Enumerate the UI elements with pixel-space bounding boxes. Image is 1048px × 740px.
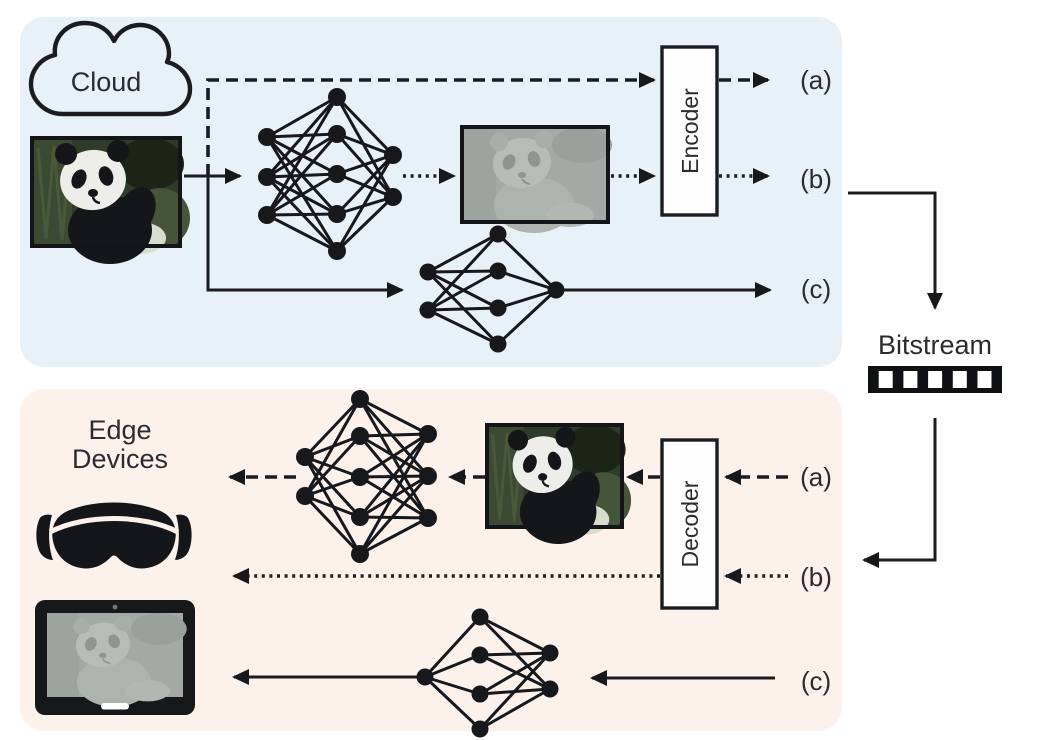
cloud-label-b: (b): [800, 164, 832, 194]
cloud-label-a: (a): [800, 65, 832, 95]
arrow-branch-c-solid: [206, 176, 404, 298]
reconstructed-image: [485, 423, 633, 546]
encoder-label: Encoder: [677, 88, 703, 174]
feature-map-border: [460, 125, 610, 224]
edge-label-b: (b): [800, 562, 832, 592]
arrow-bitstream-to-edge-b: [862, 418, 937, 568]
cloud-small-network: [419, 225, 565, 353]
edge-label-a: (a): [800, 462, 832, 492]
cloud-panel-background: [20, 17, 842, 367]
edge-label-c: (c): [801, 666, 831, 696]
decoder-box: [660, 438, 719, 610]
bitstream-label: Bitstream: [878, 330, 992, 360]
decoder-label: Decoder: [677, 480, 703, 567]
feature-map-image: [460, 125, 613, 234]
edge-panel-title-line2: Devices: [72, 444, 168, 474]
cloud-label-c: (c): [801, 274, 831, 304]
original-image: [30, 136, 192, 266]
bitstream-bar-icon: [868, 366, 1002, 393]
arrow-branch-a-dashed: [206, 72, 656, 176]
edge-panel-title-line1: Edge: [88, 415, 151, 445]
cloud-icon: [28, 20, 193, 117]
encoder-box: [660, 45, 719, 217]
tablet-home-button: [101, 703, 129, 710]
edge-panel: Edge Devices: [20, 389, 842, 738]
arrow-b-to-bitstream: [848, 191, 943, 310]
tablet-camera-dot: [112, 604, 118, 610]
ar-goggles-icon: [36, 502, 192, 569]
edge-backbone-network: [296, 390, 437, 563]
edge-small-network: [416, 608, 559, 738]
cloud-panel: Cloud Encoder (a) (b) (c): [20, 17, 842, 367]
tablet-icon: [35, 600, 195, 715]
cloud-backbone-network: [258, 88, 402, 260]
original-image-border: [30, 136, 182, 248]
reconstructed-image-border: [485, 423, 624, 529]
cloud-panel-title: Cloud: [71, 67, 142, 97]
bitstream-section: Bitstream: [848, 191, 1002, 568]
